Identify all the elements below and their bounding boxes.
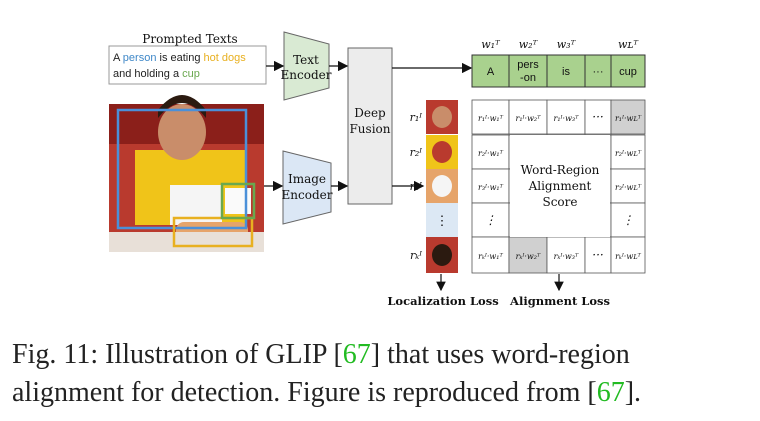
grid-cell-value: r₁ᴵ·wʟᵀ xyxy=(615,114,642,123)
image-encoder-label-1: Image xyxy=(288,172,326,186)
figure-caption: Fig. 11: Illustration of GLIP [67] that … xyxy=(12,336,750,412)
hotdog-bbox xyxy=(172,216,254,248)
prompt-box xyxy=(108,45,267,85)
region-labels: r₁ᴵ r₂ᴵ r₃ᴵ rₖᴵ xyxy=(410,111,423,262)
grid-center-label-2: Alignment xyxy=(528,179,592,193)
grid-cell xyxy=(471,134,510,170)
image-encoder-label-2: Encoder xyxy=(282,188,333,202)
input-image xyxy=(109,95,264,252)
region-crop-detail xyxy=(432,244,452,266)
grid-cell-value: rₖᴵ·w₃ᵀ xyxy=(554,252,579,261)
word-token-label: cup xyxy=(619,66,637,78)
region-ellipsis: ⋮ xyxy=(436,214,449,229)
grid-cell-value: r₁ᴵ·w₃ᵀ xyxy=(554,114,580,123)
word-token-label: is xyxy=(562,66,570,78)
grid-cell xyxy=(471,168,510,204)
word-token-cell xyxy=(508,54,548,88)
grid-cell-value: ⋮ xyxy=(622,213,634,227)
caption-text: ]. xyxy=(624,377,642,408)
grid-cell-value: ⋮ xyxy=(485,213,497,227)
grid-cell xyxy=(610,236,646,274)
word-header: wʟᵀ xyxy=(618,38,639,51)
region-label: r₁ᴵ xyxy=(410,111,423,124)
word-token-label: ··· xyxy=(593,66,604,78)
word-token-label: A xyxy=(487,66,495,78)
word-header: w₁ᵀ xyxy=(481,38,501,51)
grid-cell-value: r₂ᴵ·w₁ᵀ xyxy=(478,149,504,158)
region-crop-detail xyxy=(432,175,452,197)
deep-fusion-block xyxy=(347,47,393,205)
prompt-header: Prompted Texts xyxy=(142,32,237,46)
region-crop-detail xyxy=(432,141,452,163)
word-token-cell xyxy=(471,54,510,88)
prompt-span: A xyxy=(113,52,123,64)
prompt-span: person xyxy=(123,52,157,64)
region-label: rₖᴵ xyxy=(410,249,422,262)
grid-cell xyxy=(584,236,612,274)
grid-cell-value: ··· xyxy=(592,248,603,262)
alignment-loss-label: Alignment Loss xyxy=(509,294,610,308)
image-encoder xyxy=(282,150,332,225)
word-header: w₃ᵀ xyxy=(557,38,577,51)
grid-cell xyxy=(508,236,548,274)
grid-cell-value: ··· xyxy=(592,110,603,124)
region-crop-detail xyxy=(432,106,452,128)
grid-cell xyxy=(508,99,548,135)
word-token-cell xyxy=(584,54,612,88)
prompt-span: and holding a xyxy=(113,68,182,80)
word-headers: w₁ᵀ w₂ᵀ w₃ᵀ wʟᵀ xyxy=(481,38,639,51)
region-label: r₃ᴵ xyxy=(410,180,423,193)
word-token-label: -on xyxy=(520,72,536,84)
grid-cell xyxy=(610,99,646,135)
grid-cell xyxy=(546,236,586,274)
region-label: r₂ᴵ xyxy=(410,146,423,159)
caption-line-1: Fig. 11: Illustration of GLIP [67] that … xyxy=(12,336,750,374)
caption-text: Fig. 11: Illustration of GLIP [ xyxy=(12,339,343,370)
region-crop-ellipsis xyxy=(426,203,458,237)
deep-fusion-label-1: Deep xyxy=(354,106,386,120)
localization-loss-label: Localization Loss xyxy=(387,294,498,308)
grid-cell-value: r₁ᴵ·w₂ᵀ xyxy=(516,114,542,123)
grid-cell xyxy=(546,99,586,135)
grid-cell-value: r₃ᴵ·wʟᵀ xyxy=(615,183,642,192)
text-encoder-label-1: Text xyxy=(293,53,319,67)
grid-cell xyxy=(471,236,510,274)
grid-cell-value: rₖᴵ·w₁ᵀ xyxy=(478,252,503,261)
grid-center-mask xyxy=(510,135,610,237)
grid-cell-value: rₖᴵ·wʟᵀ xyxy=(615,252,641,261)
text-encoder-label-2: Encoder xyxy=(281,68,332,82)
caption-text: ] that uses word-region xyxy=(370,339,630,370)
cup-bbox xyxy=(220,182,256,220)
grid-cell xyxy=(471,99,510,135)
grid-cell-value: r₁ᴵ·w₁ᵀ xyxy=(478,114,504,123)
grid-cell-value: rₖᴵ·w₂ᵀ xyxy=(516,252,541,261)
prompt-span: hot dogs xyxy=(204,52,247,64)
region-crops: ⋮ xyxy=(426,100,458,273)
word-token-cell xyxy=(546,54,586,88)
grid-cell-value: r₂ᴵ·wʟᵀ xyxy=(615,149,642,158)
citation-ref[interactable]: 67 xyxy=(596,377,625,408)
citation-ref[interactable]: 67 xyxy=(342,339,371,370)
prompt-span: is eating xyxy=(156,52,203,64)
grid-center-label-1: Word-Region xyxy=(521,163,600,177)
word-header: w₂ᵀ xyxy=(519,38,539,51)
caption-line-2: alignment for detection. Figure is repro… xyxy=(12,374,750,412)
prompt-line-1: A person is eating hot dogs xyxy=(113,52,246,64)
prompt-line-2: and holding a cup xyxy=(113,68,200,80)
grid-cell xyxy=(610,168,646,204)
grid-cell-value: r₃ᴵ·w₁ᵀ xyxy=(478,183,504,192)
glip-diagram: Prompted Texts A person is eating hot do… xyxy=(108,31,646,308)
word-token-cell xyxy=(610,54,646,88)
deep-fusion-label-2: Fusion xyxy=(349,122,390,136)
text-encoder xyxy=(283,31,330,101)
caption-text: alignment for detection. Figure is repro… xyxy=(12,377,597,408)
prompt-span: cup xyxy=(182,68,200,80)
grid-center-label-3: Score xyxy=(542,195,577,209)
word-token-label: pers xyxy=(517,59,539,71)
person-bbox xyxy=(116,108,248,230)
